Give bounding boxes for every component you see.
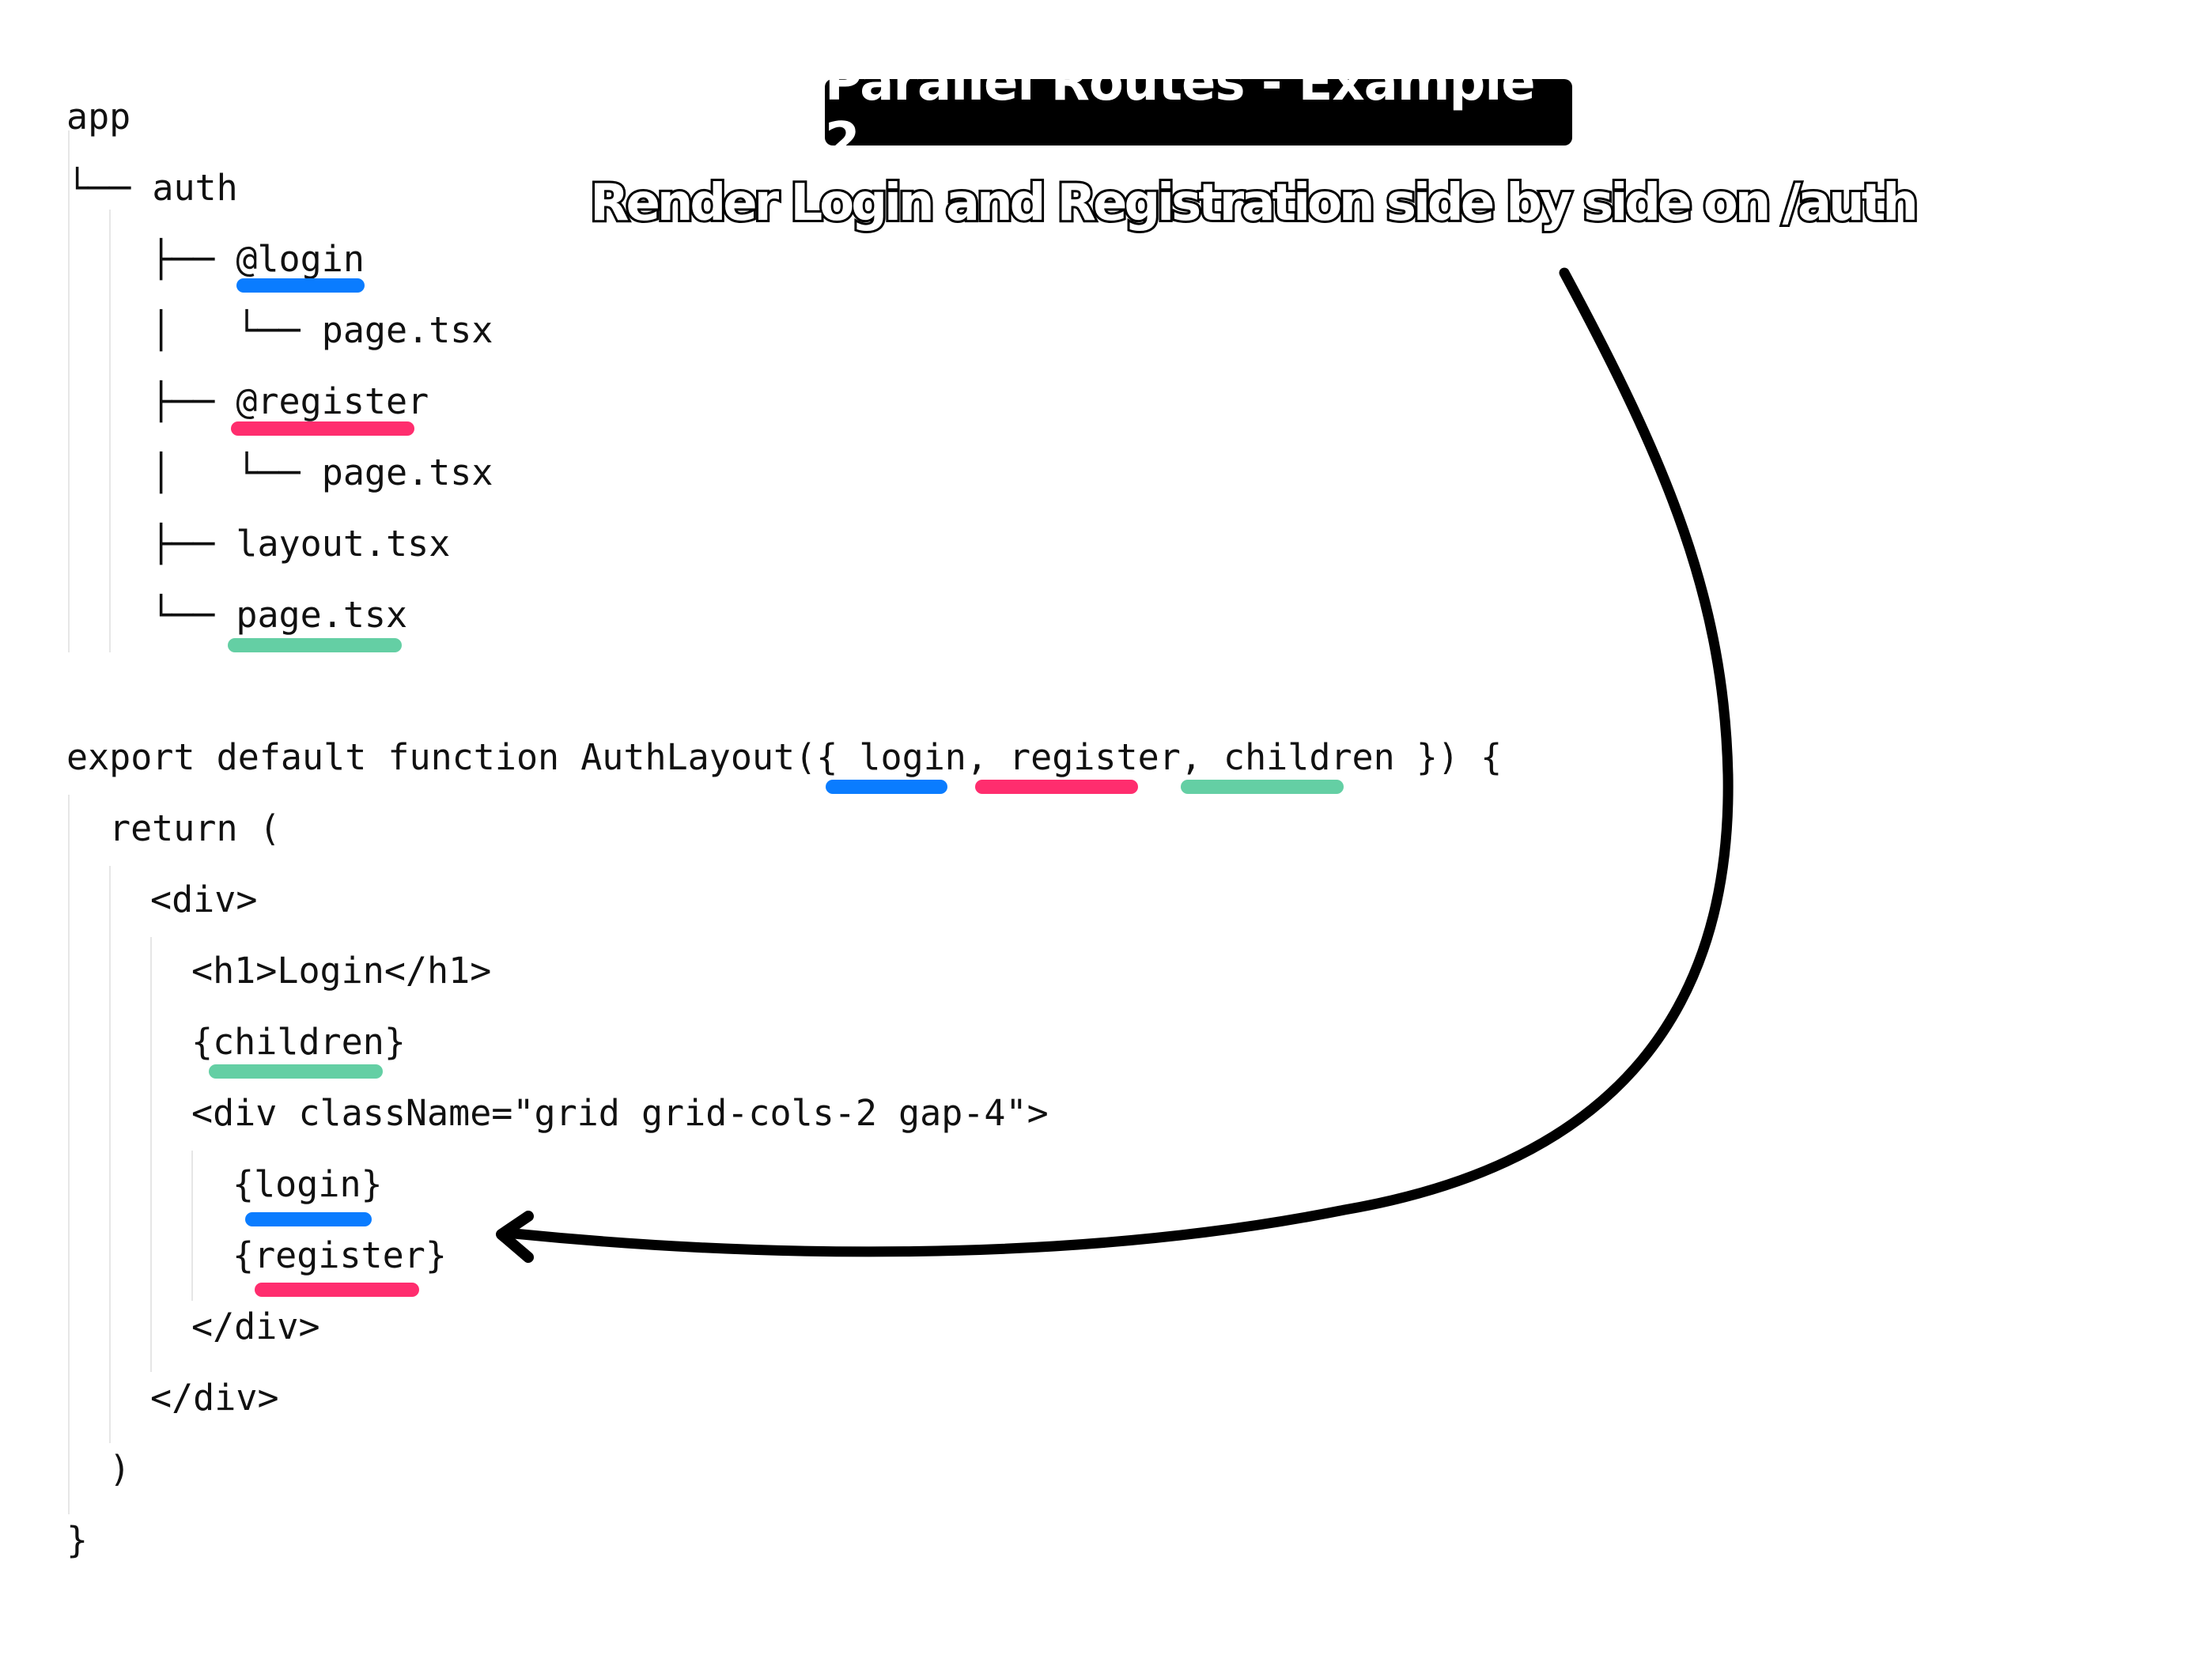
code-line-grid-div: <div className="grid grid-cols-2 gap-4">: [191, 1092, 1049, 1134]
tree-line-auth: └── auth: [66, 167, 238, 209]
underline-login-slot: [245, 1212, 372, 1226]
code-guide-4: [191, 1151, 193, 1301]
underline-children-param: [1181, 780, 1344, 794]
page-subtitle: Render Login and Registration side by si…: [588, 172, 1921, 235]
underline-children-slot: [209, 1064, 383, 1079]
underline-page-tsx: [228, 638, 402, 652]
code-line-paren-close: ): [109, 1448, 131, 1490]
tree-guide-2: [109, 210, 111, 652]
tree-line-layout: ├── layout.tsx: [150, 523, 451, 565]
arrow-head-icon: [496, 1211, 534, 1263]
underline-login-param: [826, 780, 947, 794]
code-line-children: {children}: [191, 1021, 406, 1063]
code-guide-3: [150, 937, 152, 1372]
code-line-div-open: <div>: [150, 879, 258, 920]
title-box: Parallel Routes - Example 2: [825, 54, 1572, 171]
arrow-curve: [509, 267, 1734, 1257]
tree-line-login-page: │ └── page.tsx: [150, 309, 493, 351]
tree-line-page: └── page.tsx: [150, 594, 408, 636]
code-line-signature: export default function AuthLayout({ log…: [66, 736, 1503, 778]
tree-line-login-folder: ├── @login: [150, 238, 365, 280]
code-line-h1: <h1>Login</h1>: [191, 950, 492, 992]
underline-login-folder: [236, 278, 365, 293]
code-line-brace-close: }: [66, 1519, 89, 1561]
code-line-div-close: </div>: [150, 1377, 279, 1419]
code-guide-2: [109, 866, 111, 1443]
tree-line-register-page: │ └── page.tsx: [150, 452, 493, 493]
code-line-register: {register}: [233, 1234, 447, 1276]
code-line-login: {login}: [233, 1163, 383, 1205]
code-line-return: return (: [109, 807, 281, 849]
underline-register-param: [975, 780, 1138, 794]
page-title: Parallel Routes - Example 2: [825, 54, 1536, 171]
underline-register-slot: [255, 1283, 419, 1297]
code-guide-1: [68, 795, 70, 1514]
underline-register-folder: [231, 421, 414, 436]
code-line-grid-div-close: </div>: [191, 1306, 320, 1347]
tree-line-register-folder: ├── @register: [150, 380, 429, 422]
tree-line-app: app: [66, 96, 131, 138]
tree-guide-1: [68, 130, 70, 652]
